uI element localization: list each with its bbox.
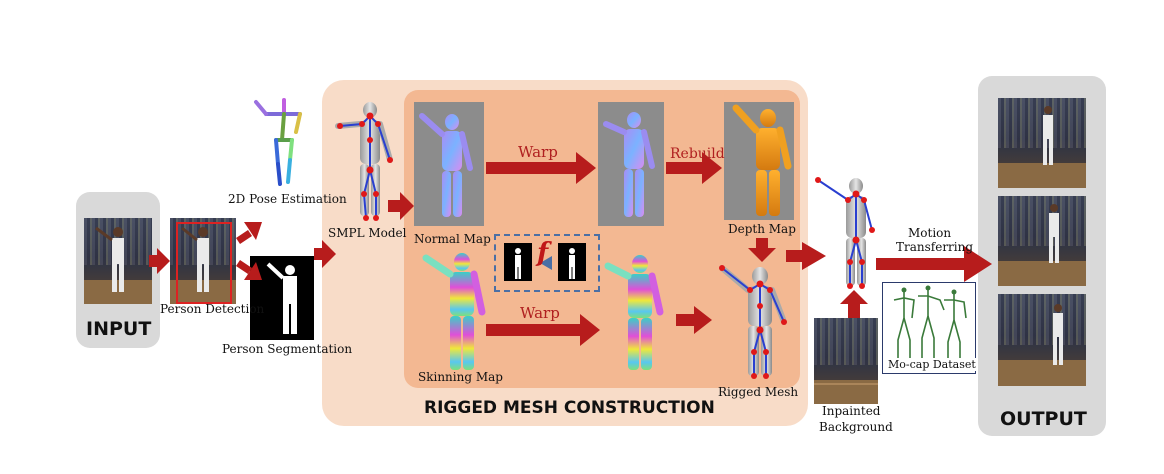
arrow-smpl-to-normal: [388, 192, 414, 220]
rigged-mesh-figure: [719, 265, 787, 379]
skinning-figure: [422, 253, 486, 370]
motion-label-1: Motion: [908, 226, 952, 240]
depth-map-label: Depth Map: [728, 222, 796, 236]
inpainted-label-2: Background: [819, 420, 893, 434]
smpl-model-label: SMPL Model: [328, 226, 407, 240]
mocap-skeletons: [893, 285, 967, 362]
rigged-mesh-construction-title: RIGGED MESH CONSTRUCTION: [424, 398, 715, 418]
arrow-background-up: [840, 290, 868, 318]
arrow-seg-to-smpl: [314, 240, 336, 268]
arrow-depth-down: [748, 238, 776, 262]
transfer-figure: [815, 177, 875, 289]
person-segmentation-label: Person Segmentation: [222, 342, 353, 356]
mocap-dataset-label: Mo-cap Dataset: [886, 358, 978, 371]
rigged-mesh-label: Rigged Mesh: [718, 385, 799, 399]
person-detection-label: Person Detection: [160, 302, 265, 316]
input-player: [95, 226, 124, 292]
motion-label-2: Transferring: [896, 240, 974, 254]
warped-normal-figure: [603, 112, 655, 217]
output-title: OUTPUT: [1000, 408, 1087, 430]
segmentation-silhouette: [266, 262, 297, 334]
arrow-detection-to-seg: [236, 260, 262, 280]
arrow-input-to-detection: [149, 248, 170, 274]
arrow-rebuild: [666, 152, 722, 184]
normal-figure: [419, 113, 473, 217]
arrow-detection-to-pose: [236, 222, 262, 244]
smpl-figure: [335, 102, 393, 221]
person-detection-photo: [170, 218, 236, 304]
detection-bounding-box: [176, 222, 232, 304]
detected-player: [181, 226, 209, 292]
depth-figure: [732, 104, 792, 216]
inpainted-label-1: Inpainted: [822, 404, 881, 418]
arrow-to-transfer-figure: [786, 242, 826, 270]
output-players: [1043, 106, 1063, 365]
skinning-map-label: Skinning Map: [418, 370, 503, 384]
output-photo-1: [998, 98, 1086, 188]
output-photo-2: [998, 196, 1086, 286]
arrow-motion-transferring: [876, 246, 992, 282]
rebuild-label: Rebuild: [670, 146, 725, 162]
mask-silhouettes: [515, 248, 575, 279]
warp-bottom-label: Warp: [520, 304, 560, 322]
warp-top-label: Warp: [518, 143, 558, 161]
function-symbol: f: [537, 238, 549, 268]
input-title: INPUT: [86, 318, 152, 340]
pose-estimation-label: 2D Pose Estimation: [228, 192, 347, 206]
function-arrow: [540, 256, 552, 270]
segmentation-image: [250, 256, 314, 340]
arrow-to-rigged-mesh: [676, 306, 712, 334]
pose-skeleton: [254, 98, 302, 186]
arrow-warp-top: [486, 152, 596, 184]
warped-skinning-figure: [604, 255, 664, 370]
normal-map-label: Normal Map: [414, 232, 491, 246]
output-photo-3: [998, 294, 1086, 386]
arrow-warp-bottom: [486, 314, 600, 346]
